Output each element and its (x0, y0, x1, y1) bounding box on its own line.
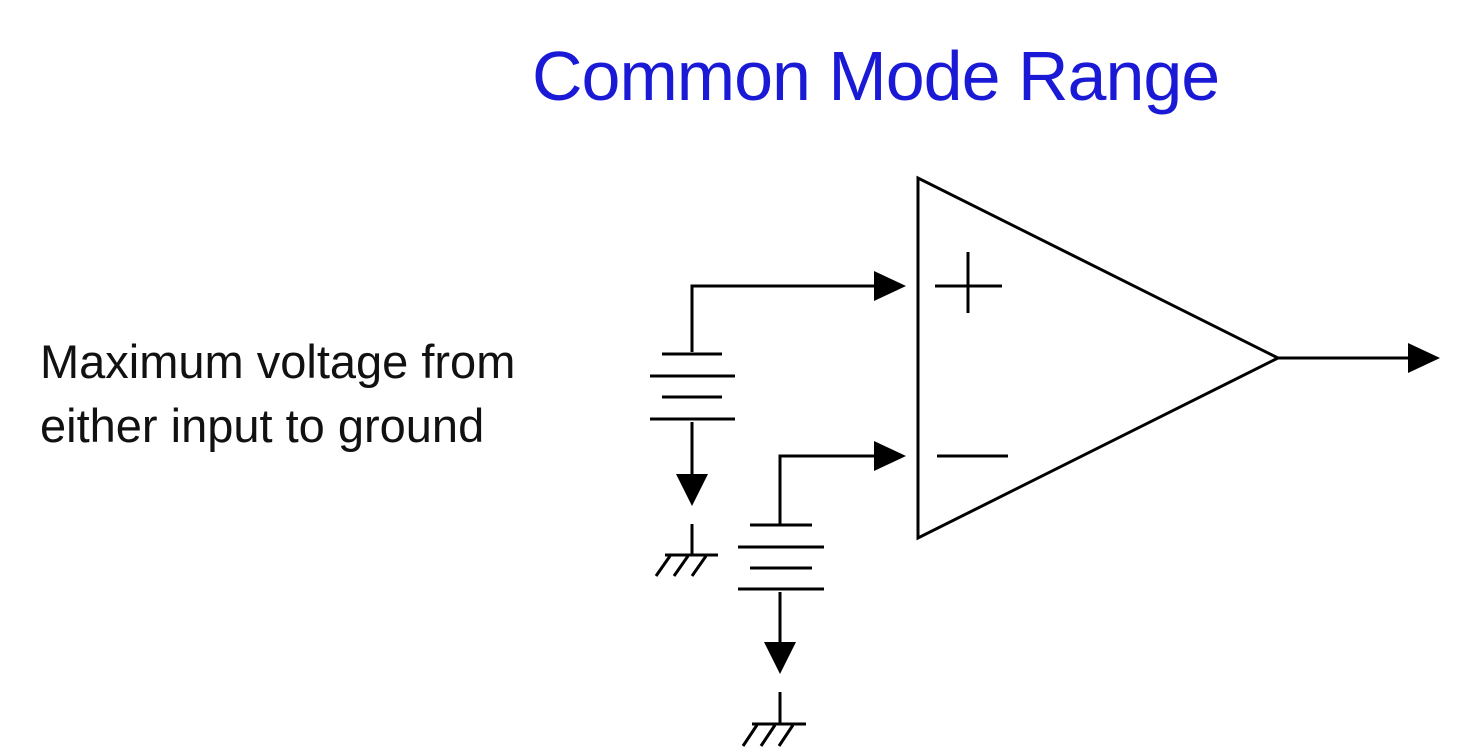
plus-sign-icon (935, 252, 1002, 313)
noninverting-input-arrow (874, 271, 906, 301)
diagram-title: Common Mode Range (532, 37, 1220, 115)
battery-icon (738, 523, 824, 591)
source-2-arrow (764, 592, 796, 674)
caption-line-2: either input to ground (40, 399, 485, 452)
inverting-input-wire (778, 454, 876, 524)
opamp-triangle (916, 175, 1282, 541)
source-1-arrow (676, 422, 708, 506)
noninverting-input-wire (690, 284, 876, 352)
ground-icon (654, 524, 718, 577)
inverting-input-arrow (874, 441, 906, 471)
caption-text: Maximum voltage from either input to gro… (40, 330, 515, 458)
ground-icon (741, 692, 806, 747)
caption-line-1: Maximum voltage from (40, 335, 516, 388)
output-arrow (1278, 343, 1440, 373)
battery-icon (650, 352, 735, 421)
